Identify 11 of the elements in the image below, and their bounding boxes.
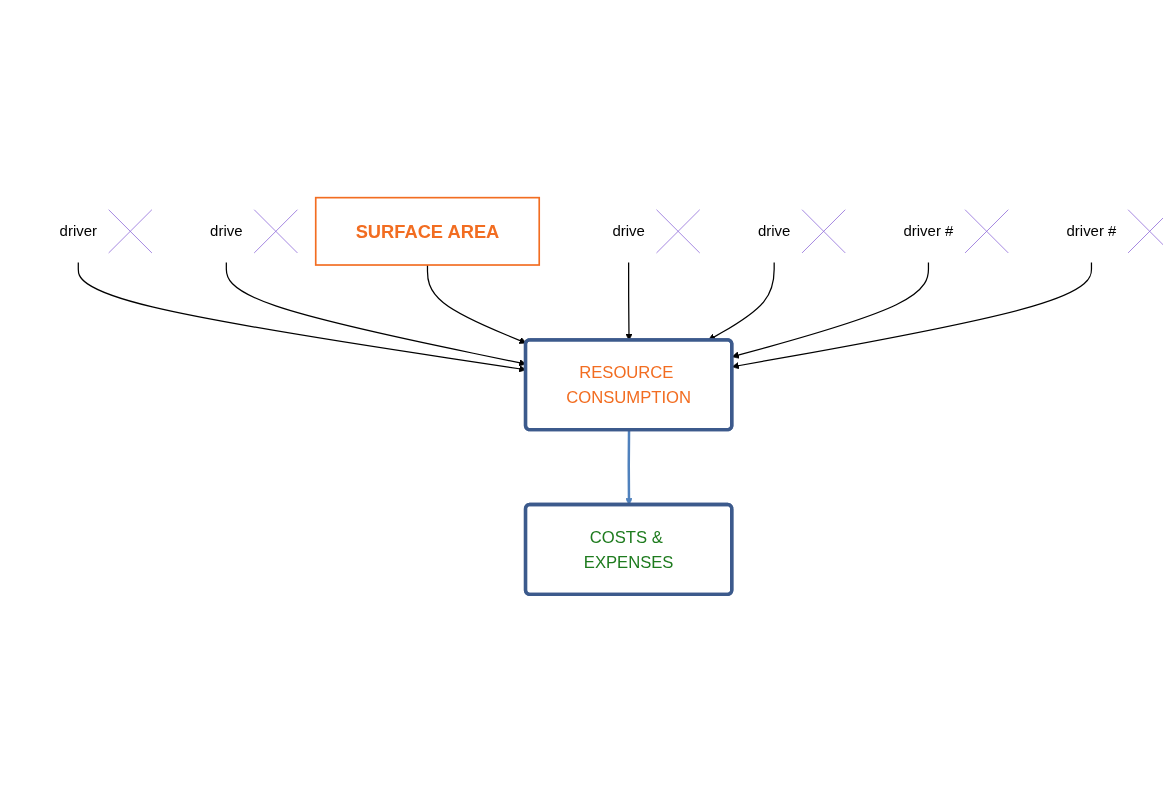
node-text: driver [59, 222, 98, 239]
arrow [77, 261, 527, 372]
node-box: SURFACE AREA [314, 196, 541, 266]
node-text: driver # [903, 222, 954, 239]
arrow [426, 263, 527, 344]
node-text: drive [210, 222, 243, 239]
arrow [225, 261, 527, 366]
node-text: driver # [1066, 222, 1117, 239]
node-text: drive [757, 222, 791, 239]
arrow [625, 429, 633, 505]
node-text: drive [612, 222, 645, 239]
